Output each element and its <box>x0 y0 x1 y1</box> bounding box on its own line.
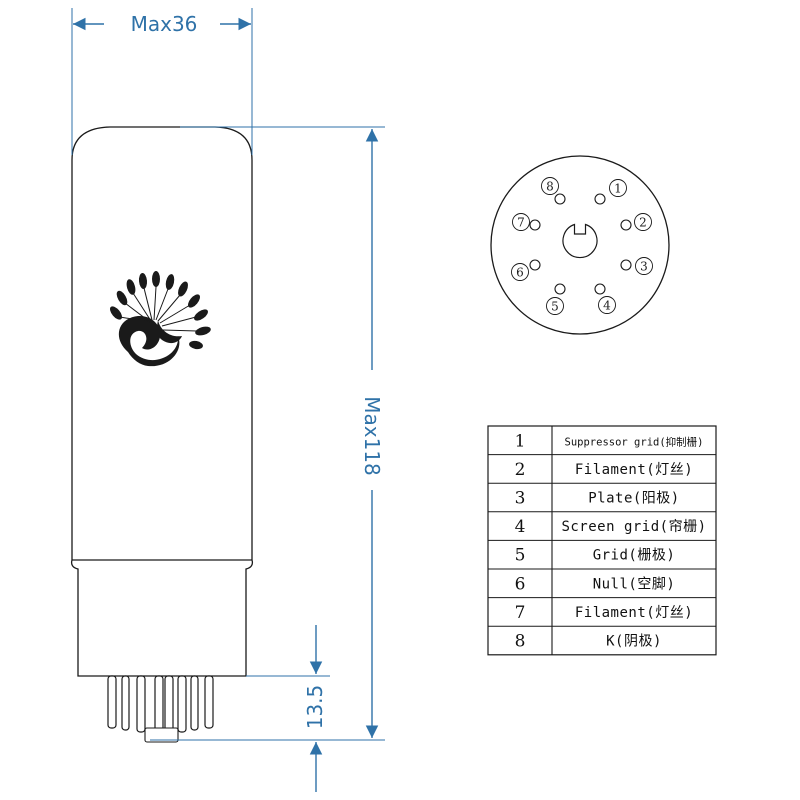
width-dimension: Max36 <box>71 8 253 155</box>
pin-function-cell: Screen grid(帘栅) <box>561 519 706 535</box>
table-row: 8 K(阴极) <box>488 625 716 652</box>
pin <box>204 675 214 729</box>
pin-number-cell: 1 <box>515 431 526 451</box>
pin <box>190 675 199 731</box>
pin-function-cell: Filament(灯丝) <box>575 462 693 478</box>
pin-hole <box>554 193 566 205</box>
peacock-logo-icon <box>110 271 211 367</box>
height-label: Max118 <box>360 396 384 476</box>
pin-number-cell: 4 <box>515 517 526 537</box>
pin-hole <box>554 283 566 295</box>
pin <box>136 675 146 733</box>
pin-number-circle <box>635 257 653 275</box>
pin-number-label: 5 <box>551 299 559 313</box>
pin-number-labels: 1 2 3 4 5 6 7 8 <box>511 177 653 315</box>
center-key-icon <box>562 223 598 259</box>
pin-number-badge: 6 <box>511 263 529 281</box>
table-row: 3 Plate(阳极) <box>488 482 716 509</box>
pin <box>164 675 174 737</box>
pin-number-cell: 5 <box>515 546 526 566</box>
pin-number-badge: 3 <box>635 257 653 275</box>
pin-number-badge: 1 <box>609 179 627 197</box>
pin-hole <box>620 219 632 231</box>
tube-pins <box>107 675 214 737</box>
tube-glass-envelope <box>71 126 253 560</box>
pin-hole <box>594 283 606 295</box>
center-key-post <box>144 727 179 743</box>
socket-bottom-view: 1 2 3 4 5 6 7 8 <box>490 155 670 335</box>
pin-number-label: 4 <box>603 298 611 312</box>
pin-hole <box>594 193 606 205</box>
pin-hole <box>529 259 541 271</box>
pin-number-label: 3 <box>640 259 648 273</box>
tube <box>70 126 254 743</box>
tube-base <box>70 559 254 677</box>
pin-number-badge: 5 <box>546 297 564 315</box>
pin-number-cell: 6 <box>515 574 526 594</box>
pin-number-circle <box>511 263 529 281</box>
pin-number-circle <box>609 179 627 197</box>
pin-length-dimension: 13.5 <box>246 625 330 792</box>
width-label: Max36 <box>131 12 198 36</box>
pin-function-cell: Null(空脚) <box>593 576 676 592</box>
pin-number-circle <box>512 213 530 231</box>
pin-function-cell: Suppressor grid(抑制栅) <box>565 435 704 448</box>
pin-number-badge: 7 <box>512 213 530 231</box>
table-row: 5 Grid(栅极) <box>488 539 716 566</box>
pin-function-cell: Plate(阳极) <box>588 491 680 507</box>
pin-number-label: 6 <box>516 265 524 279</box>
pin-holes <box>529 193 632 295</box>
table-row: 7 Filament(灯丝) <box>488 597 716 623</box>
pin-number-label: 8 <box>546 179 554 193</box>
pin-function-cell: K(阴极) <box>606 634 662 650</box>
pin-number-cell: 3 <box>515 489 526 509</box>
table-row: 2 Filament(灯丝) <box>488 454 716 480</box>
pin-number-circle <box>541 177 559 195</box>
pin-function-cell: Filament(灯丝) <box>575 605 693 621</box>
table-row: 1 Suppressor grid(抑制栅) <box>515 431 704 451</box>
pin-number-badge: 4 <box>598 296 616 314</box>
pin-number-label: 2 <box>639 215 647 229</box>
pin <box>177 675 187 733</box>
pin-number-badge: 2 <box>634 213 652 231</box>
pin-number-label: 1 <box>614 181 622 195</box>
pin-number-label: 7 <box>517 215 525 229</box>
table-row: 4 Screen grid(帘栅) <box>488 511 716 537</box>
pin-number-cell: 8 <box>515 632 526 652</box>
pin-hole <box>620 259 632 271</box>
table-row: 6 Null(空脚) <box>488 568 716 594</box>
pin-function-cell: Grid(栅极) <box>593 548 676 564</box>
pin-number-cell: 7 <box>515 603 526 623</box>
pin <box>107 675 117 729</box>
pin-number-cell: 2 <box>515 460 526 480</box>
pin <box>154 675 164 737</box>
pin-number-badge: 8 <box>541 177 559 195</box>
height-dimension: Max118 <box>150 126 385 741</box>
pin <box>121 675 130 731</box>
pin-number-circle <box>546 297 564 315</box>
pin-number-circle <box>598 296 616 314</box>
pin-length-label: 13.5 <box>303 685 327 730</box>
pin-number-circle <box>634 213 652 231</box>
pin-hole <box>529 219 541 231</box>
